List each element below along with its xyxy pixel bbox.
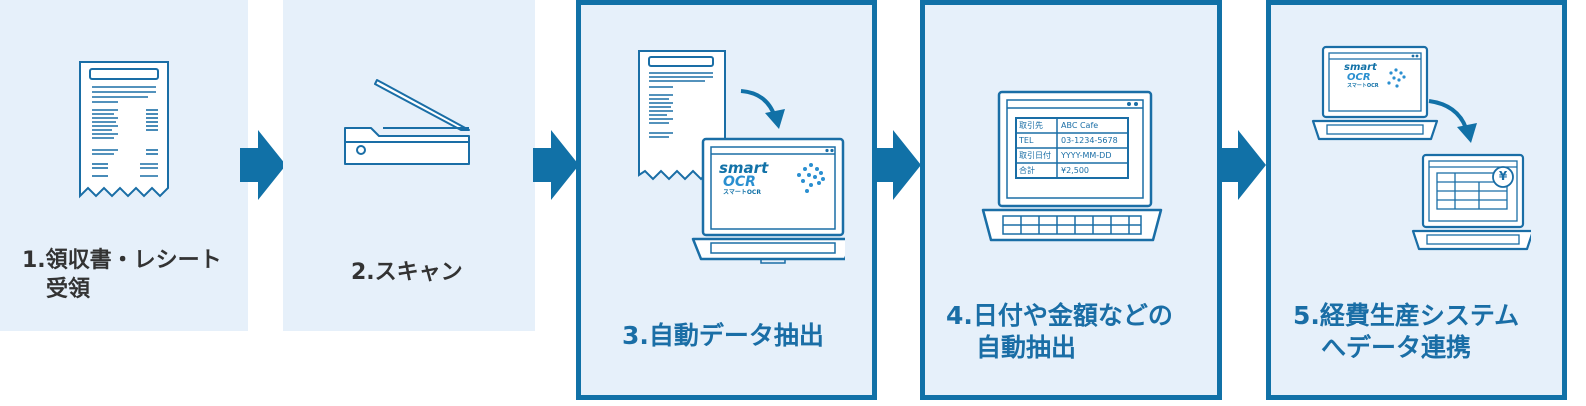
- step-3-line1: 3.自動データ抽出: [622, 321, 824, 350]
- logo-word-2: OCR: [723, 174, 756, 190]
- arrow-right-icon: [240, 130, 286, 200]
- table-key: TEL: [1019, 136, 1034, 145]
- logo-word-2: OCR: [1347, 72, 1371, 83]
- step-3-label: 3.自動データ抽出: [622, 320, 824, 352]
- scanner-icon: [344, 79, 470, 165]
- step-5-line2: へデータ連携: [1321, 333, 1472, 362]
- step-5-panel: smart OCR スマートOCR ¥ 5.経費生産システム へデータ連携: [1266, 0, 1567, 400]
- arrow-right-icon: [1220, 130, 1266, 200]
- step-1-line2: 受領: [46, 277, 91, 302]
- table-value: 03-1234-5678: [1061, 136, 1118, 145]
- step-2-line1: 2.スキャン: [351, 260, 463, 285]
- smart-ocr-logo: smart OCR スマートOCR: [719, 161, 768, 197]
- step-4-panel: 取引先 ABC Cafe TEL 03-1234-5678 取引日付 YYYY-…: [920, 0, 1222, 400]
- logo-word-1: smart: [719, 159, 769, 177]
- extract-table: 取引先 ABC Cafe TEL 03-1234-5678 取引日付 YYYY-…: [1016, 118, 1128, 178]
- step-4-line2: 自動抽出: [976, 333, 1077, 362]
- table-value: ¥2,500: [1061, 166, 1089, 175]
- step-2-label: 2.スキャン: [351, 258, 463, 287]
- laptop-ocr-icon: [638, 50, 845, 264]
- step-4-label: 4.日付や金額などの 自動抽出: [946, 300, 1173, 364]
- logo-subtitle: スマートOCR: [723, 189, 761, 196]
- step-1-panel: 1.領収書・レシート 受領: [0, 0, 248, 331]
- laptops-sync-icon: [1311, 45, 1531, 251]
- smart-ocr-logo-small: smart OCR スマートOCR: [1344, 62, 1379, 90]
- table-row: TEL 03-1234-5678: [1016, 133, 1128, 148]
- step-5-line1: 5.経費生産システム: [1293, 301, 1520, 330]
- step-4-line1: 4.日付や金額などの: [946, 301, 1173, 330]
- receipt-icon: [79, 61, 169, 199]
- arrow-right-icon: [875, 130, 921, 200]
- table-key: 取引先: [1019, 121, 1043, 130]
- table-key: 取引日付: [1019, 151, 1051, 160]
- table-value: ABC Cafe: [1061, 121, 1099, 130]
- table-row: 取引日付 YYYY-MM-DD: [1016, 148, 1128, 163]
- arrow-right-icon: [533, 130, 579, 200]
- table-key: 合計: [1019, 166, 1035, 175]
- logo-word-1: smart: [1344, 62, 1377, 73]
- yen-icon: ¥: [1498, 169, 1508, 183]
- step-2-panel: 2.スキャン: [283, 0, 535, 331]
- laptop-table-icon: [981, 90, 1163, 242]
- table-row: 合計 ¥2,500: [1016, 163, 1128, 178]
- step-1-line1: 1.領収書・レシート: [22, 248, 222, 273]
- table-row: 取引先 ABC Cafe: [1016, 118, 1128, 133]
- table-value: YYYY-MM-DD: [1061, 151, 1112, 160]
- step-5-label: 5.経費生産システム へデータ連携: [1293, 300, 1519, 364]
- step-1-label: 1.領収書・レシート 受領: [22, 246, 222, 304]
- step-3-panel: smart OCR スマートOCR 3.自動データ抽出: [576, 0, 877, 400]
- logo-subtitle: スマートOCR: [1347, 83, 1379, 89]
